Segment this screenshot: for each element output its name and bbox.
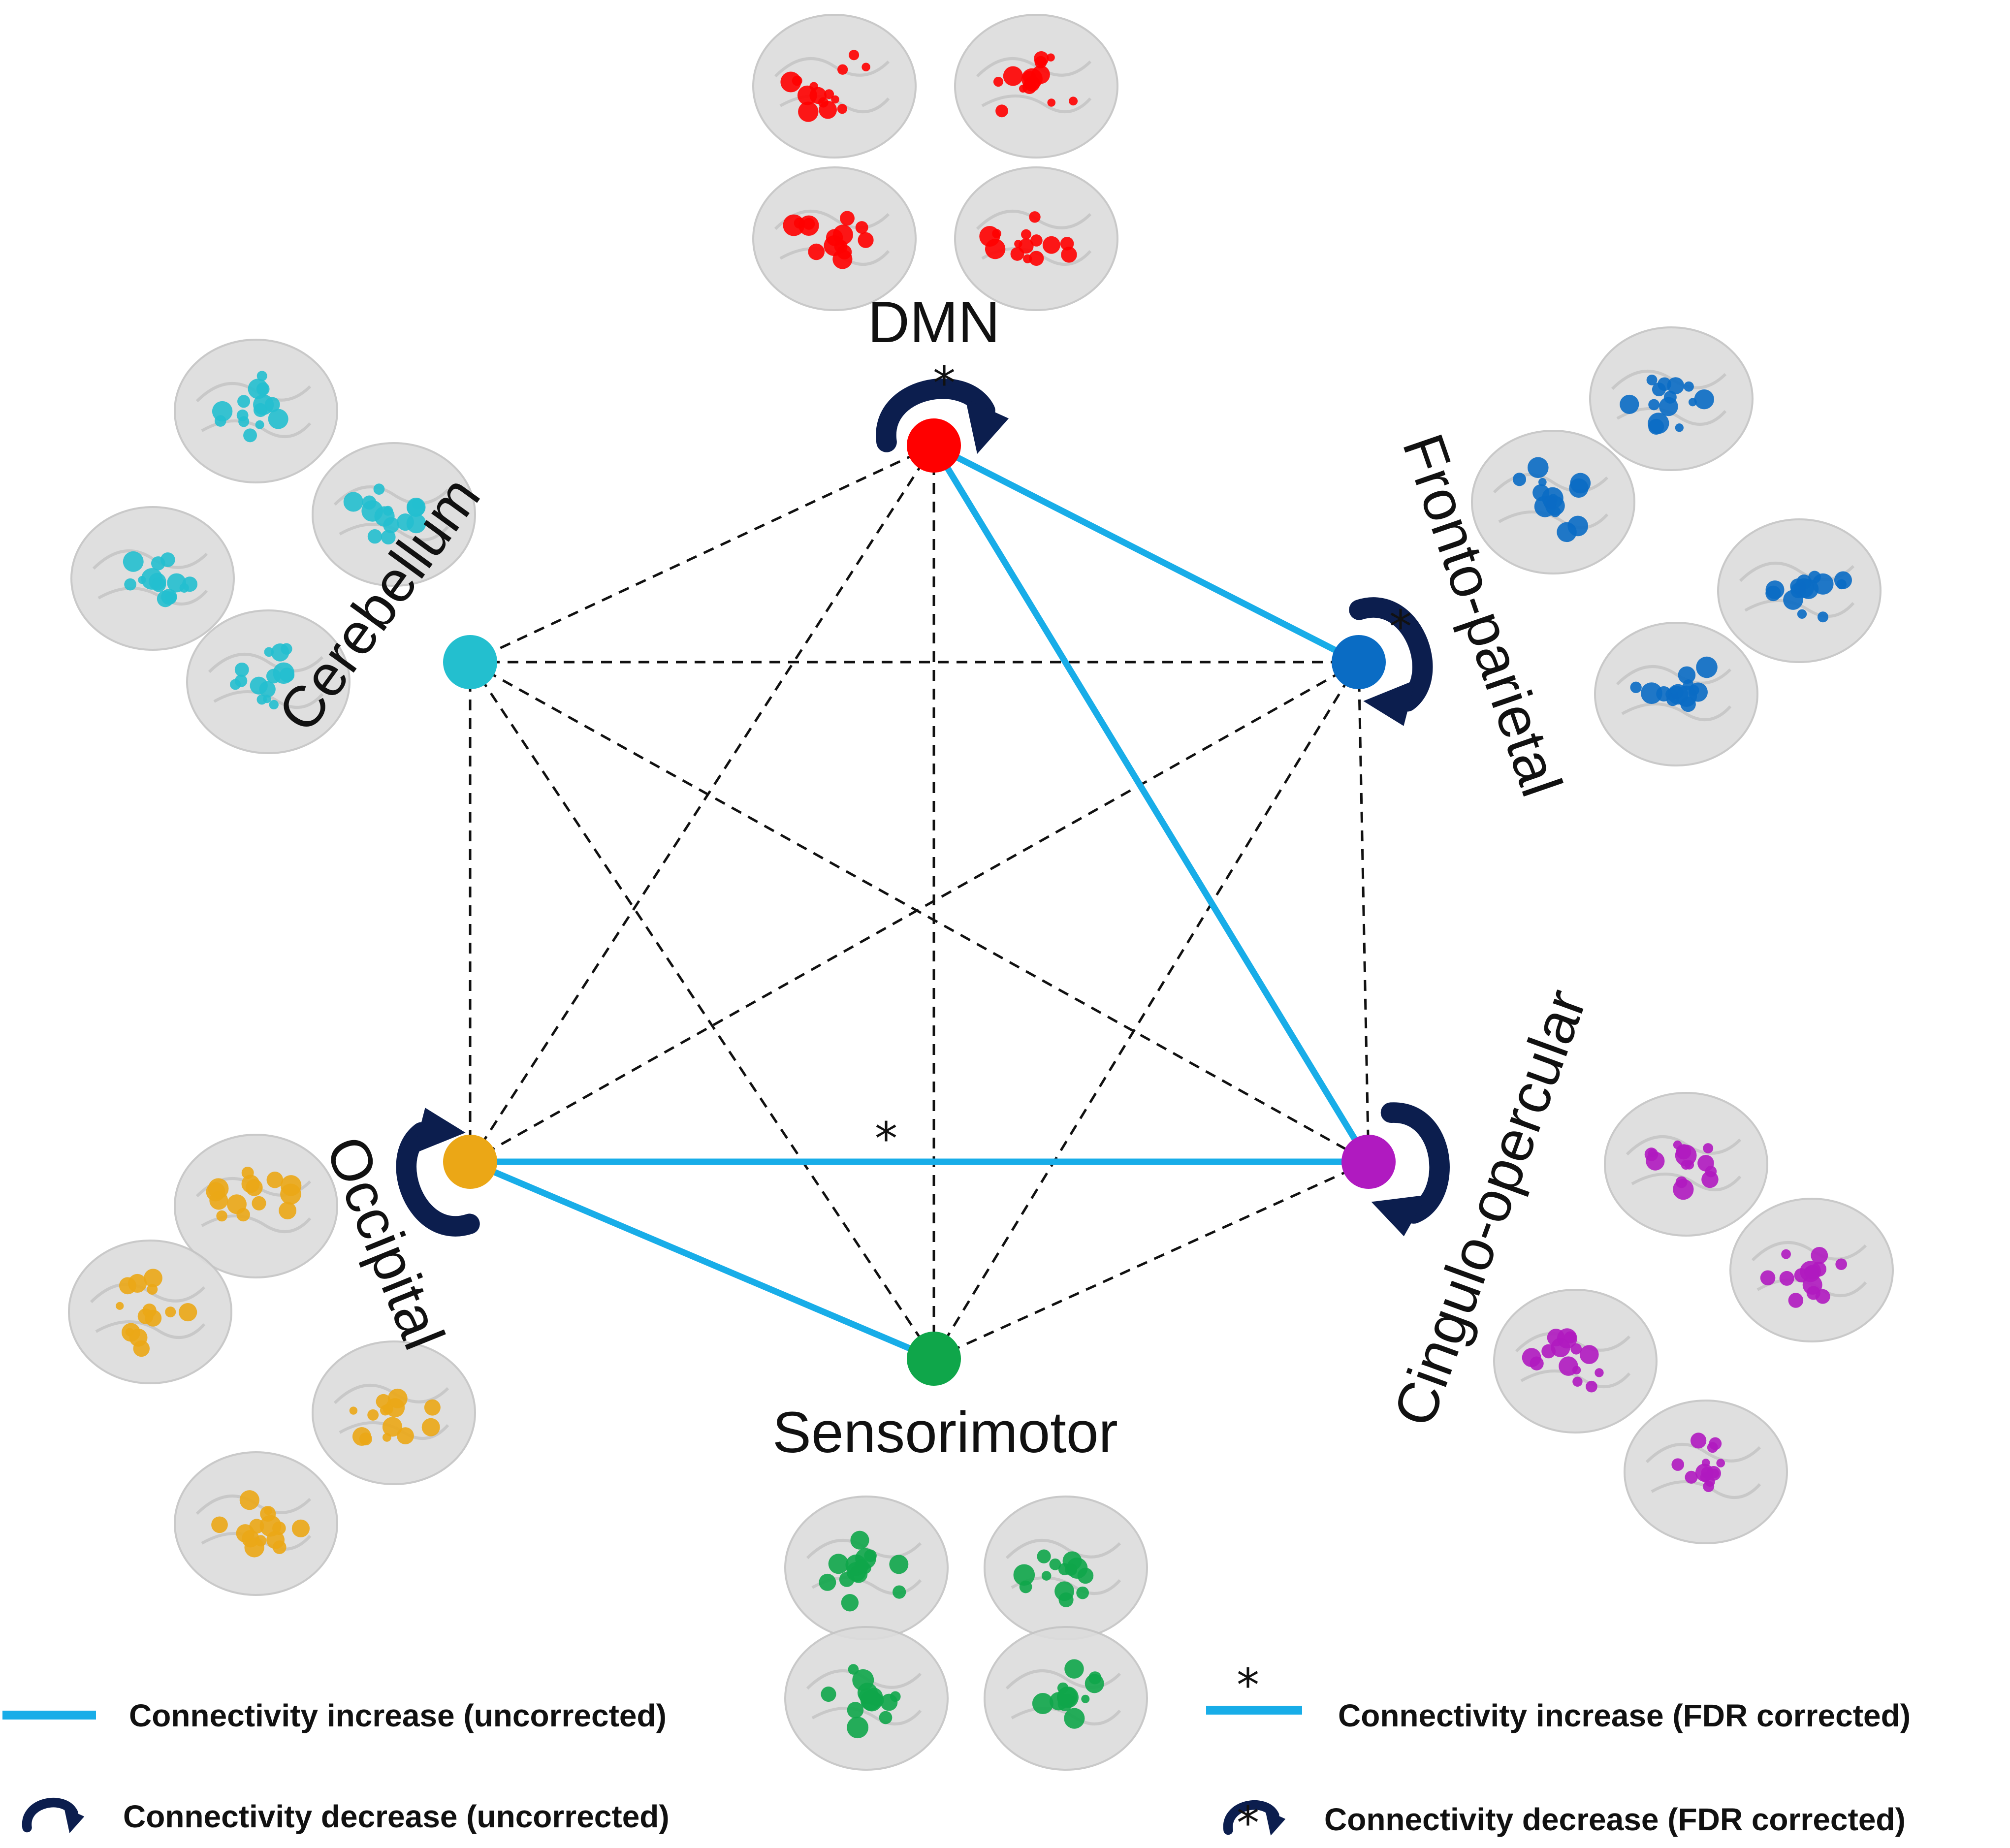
legend-decrease-uncorrected-label: Connectivity decrease (uncorrected)	[123, 1799, 670, 1834]
brain-thumbnail-cerebellum	[70, 506, 235, 651]
node-dmn	[907, 418, 961, 473]
brain-thumbnail-cingulo-opercular	[1493, 1289, 1658, 1434]
legend-decrease-uncorrected-arrow-icon	[22, 1797, 85, 1833]
brain-thumbnail-occipital	[68, 1240, 232, 1384]
edge-cerebellum-cingulo-opercular	[469, 661, 1370, 1163]
brain-thumbnail-fronto-parietal	[1471, 430, 1635, 574]
brain-thumbnail-dmn	[954, 14, 1118, 159]
legend-increase-fdr-star: *	[1237, 1659, 1259, 1712]
label-occipital: Occipital	[313, 1127, 457, 1358]
brain-thumbnail-sensorimotor	[984, 1496, 1148, 1640]
brain-thumbnail-fronto-parietal	[1717, 518, 1882, 663]
edge-fronto-parietal-cingulo-opercular	[1357, 662, 1370, 1162]
legend-increase-uncorrected-label: Connectivity increase (uncorrected)	[129, 1698, 667, 1733]
brain-thumbnail-cingulo-opercular	[1604, 1092, 1768, 1237]
brain-thumbnail-cerebellum	[174, 339, 338, 483]
edge-cerebellum-sensorimotor	[469, 661, 935, 1360]
brain-thumbnail-sensorimotor	[784, 1496, 949, 1640]
node-cerebellum	[443, 635, 497, 689]
brain-thumbnail-cerebellum	[312, 442, 476, 587]
edge-dmn-occipital	[469, 445, 935, 1163]
brain-thumbnail-sensorimotor	[784, 1626, 949, 1771]
self-connection-arrows: **	[396, 357, 1450, 1237]
brain-thumbnail-fronto-parietal	[1594, 622, 1758, 766]
brain-thumbnail-dmn	[954, 166, 1118, 311]
self-loop-star-fronto-parietal: *	[1389, 601, 1412, 653]
edge-dmn-cerebellum	[469, 444, 935, 664]
legend-decrease-fdr-label: Connectivity decrease (FDR corrected)	[1324, 1802, 1906, 1837]
brain-thumbnails	[68, 14, 1894, 1771]
edge-fronto-parietal-occipital	[469, 661, 1360, 1163]
self-loop-dmn	[876, 378, 1009, 454]
legend: Connectivity increase (uncorrected) * Co…	[2, 1659, 1911, 1848]
fdr-significance-star: *	[875, 1113, 897, 1165]
edge-dmn-cingulo-opercular	[931, 444, 1372, 1164]
node-cingulo-opercular	[1341, 1135, 1396, 1189]
brain-thumbnail-dmn	[752, 166, 917, 311]
network-nodes	[443, 418, 1396, 1386]
node-occipital	[443, 1135, 497, 1189]
brain-thumbnail-sensorimotor	[984, 1626, 1148, 1771]
edge-fronto-parietal-sensorimotor	[932, 661, 1360, 1360]
legend-decrease-fdr-star: *	[1237, 1797, 1259, 1848]
edge-occipital-sensorimotor	[469, 1159, 935, 1362]
self-loop-star-dmn: *	[933, 357, 956, 410]
node-fronto-parietal	[1332, 635, 1386, 689]
brain-thumbnail-cingulo-opercular	[1729, 1198, 1894, 1342]
brain-thumbnail-occipital	[174, 1451, 338, 1596]
brain-thumbnail-dmn	[752, 14, 917, 159]
brain-thumbnail-occipital	[174, 1134, 338, 1278]
self-loop-cingulo-opercular	[1371, 1102, 1450, 1237]
brain-thumbnail-cingulo-opercular	[1624, 1400, 1788, 1544]
label-sensorimotor: Sensorimotor	[772, 1400, 1118, 1465]
self-loop-fronto-parietal	[1349, 597, 1433, 726]
label-dmn: DMN	[868, 290, 1000, 355]
self-loop-occipital	[396, 1108, 480, 1237]
connection-lines	[469, 443, 1372, 1362]
edge-dmn-fronto-parietal	[932, 443, 1360, 665]
brain-thumbnail-fronto-parietal	[1589, 326, 1754, 471]
edge-cingulo-opercular-sensorimotor	[933, 1160, 1370, 1360]
node-sensorimotor	[907, 1332, 961, 1386]
brain-thumbnail-cerebellum	[186, 609, 351, 754]
brain-thumbnail-occipital	[312, 1340, 476, 1485]
legend-increase-fdr-label: Connectivity increase (FDR corrected)	[1338, 1698, 1911, 1733]
legend-decrease-fdr-arrow-icon	[1223, 1800, 1286, 1836]
